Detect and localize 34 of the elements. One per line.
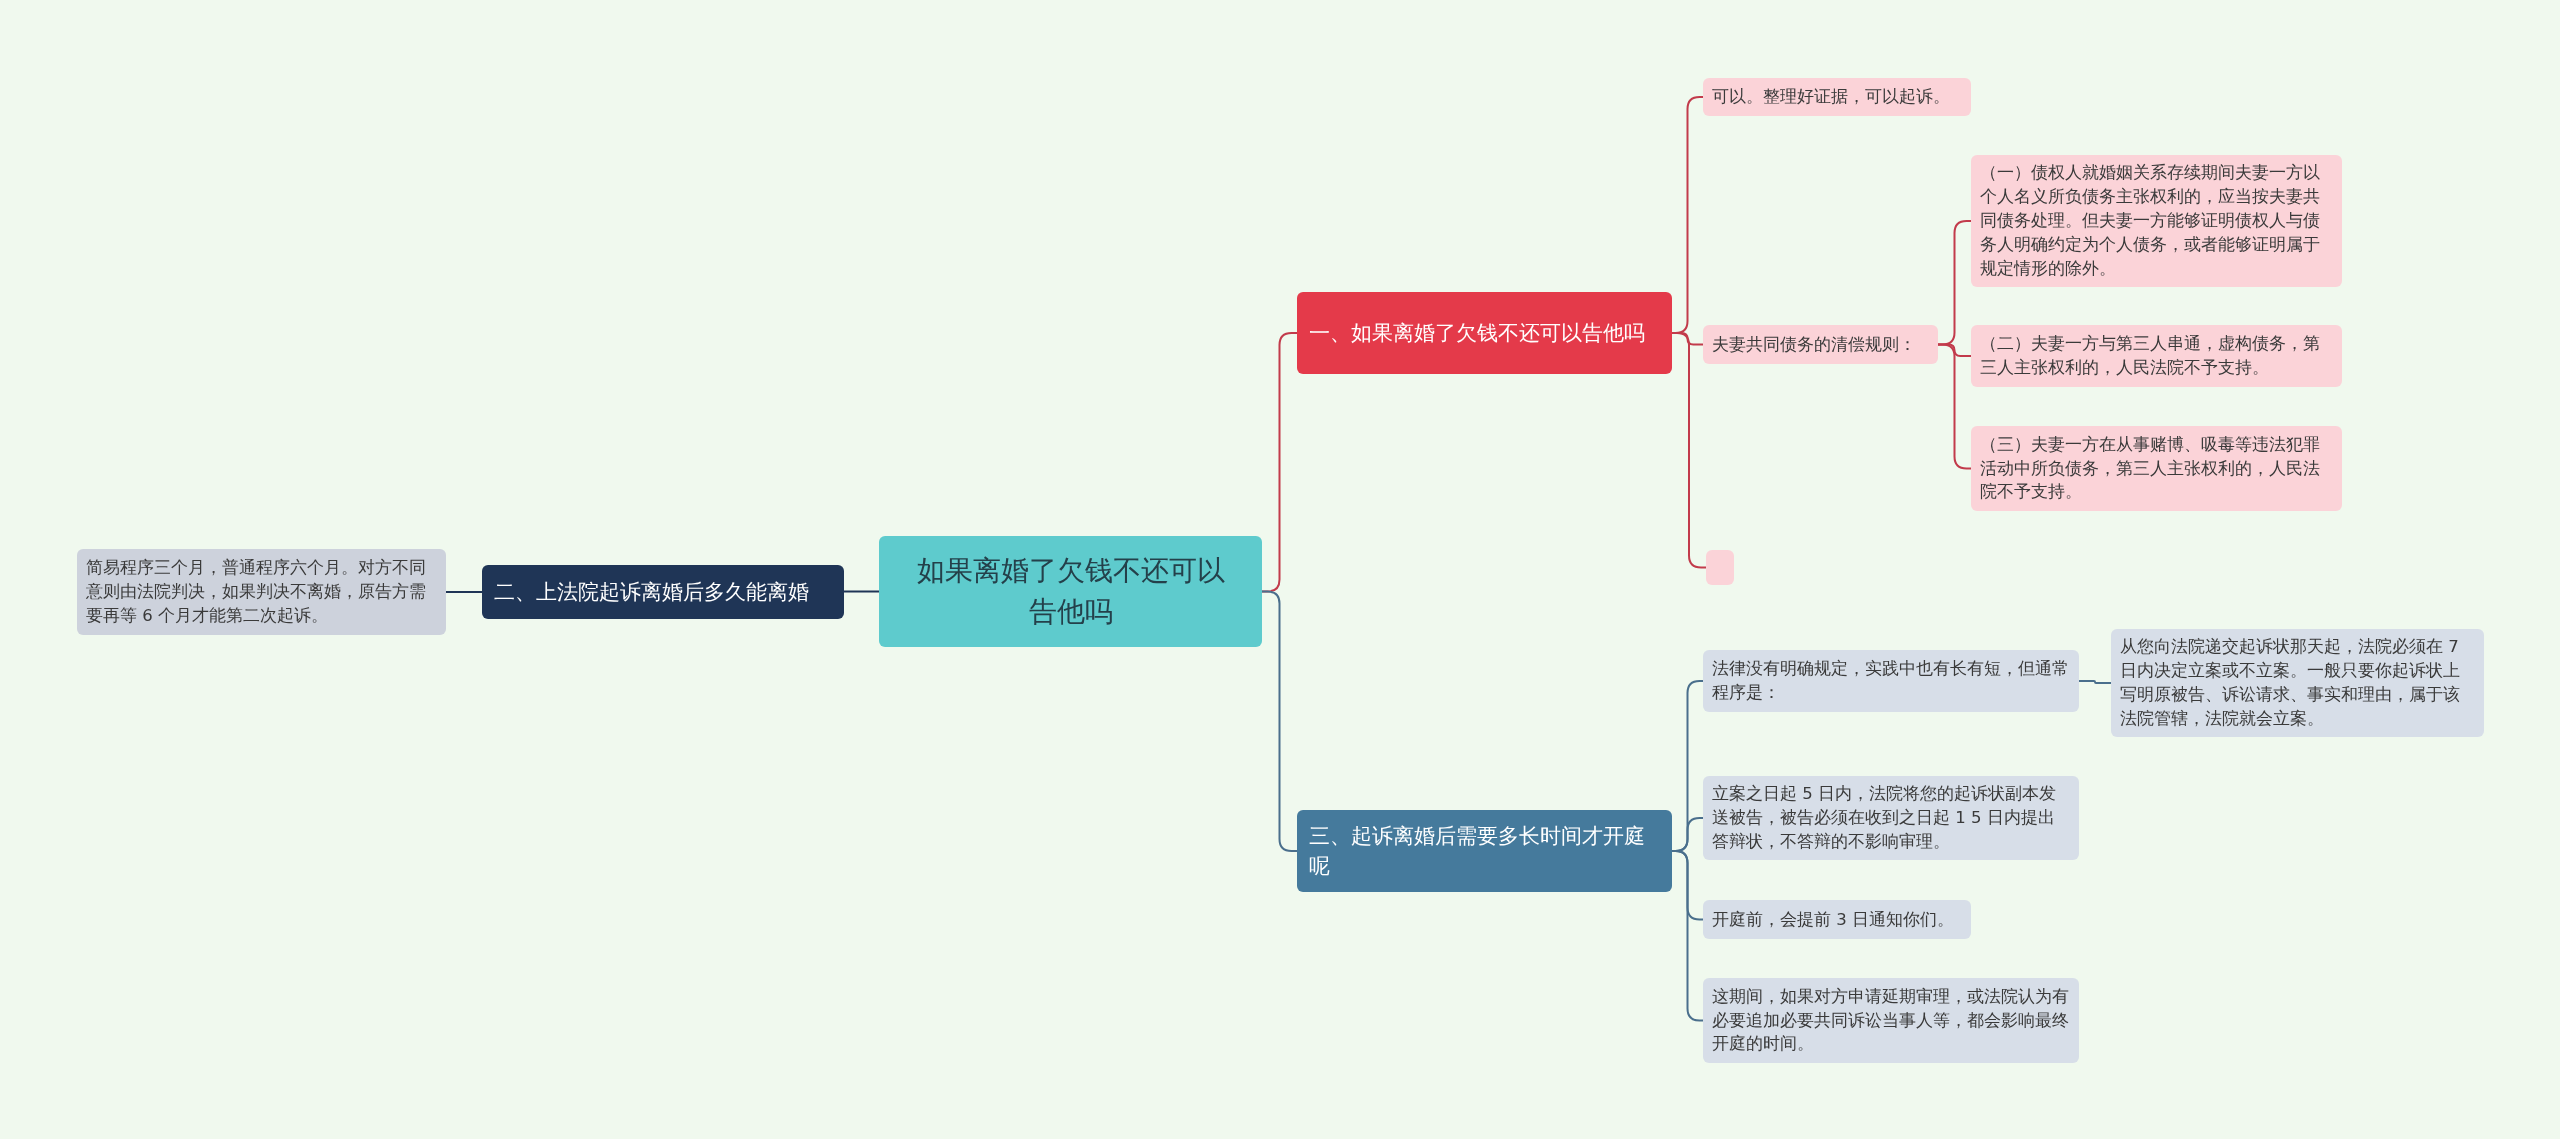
- central-topic-box: [879, 536, 1262, 647]
- topic-text: （三）夫妻一方在从事赌博、吸毒等违法犯罪活动中所负债务，第三人主张权利的，人民法院不予支持。: [1980, 433, 2321, 504]
- topic-text: 夫妻共同债务的清偿规则：: [1712, 333, 1916, 356]
- subtopic-box: [1971, 325, 2342, 387]
- topic-text: 一、如果离婚了欠钱不还可以告他吗: [1309, 319, 1645, 347]
- connector-line: [843, 590, 880, 593]
- topic-text: 二、上法院起诉离婚后多久能离婚: [494, 579, 809, 606]
- branch-topic-box: [1297, 810, 1672, 892]
- topic-text: 开庭前，会提前 3 日通知你们。: [1712, 908, 1954, 931]
- subtopic-box: [1703, 978, 2079, 1063]
- topic-text: 立案之日起 5 日内，法院将您的起诉状副本发送被告，被告必须在收到之日起 1 5 日内提出答辩状，不答辩的不影响审理。: [1712, 783, 2057, 853]
- topic-text: 法律没有明确规定，实践中也有长有短，但通常程序是：: [1712, 658, 2070, 704]
- subtopic-box: [2111, 629, 2484, 737]
- subtopic-box: [1703, 650, 2079, 712]
- subtopic-box: [1971, 426, 2342, 511]
- topic-text: 这期间，如果对方申请延期审理，或法院认为有必要追加必要共同诉讼当事人等，都会影响最终开庭的时间。: [1712, 985, 2070, 1056]
- connector-line: [445, 591, 483, 593]
- subtopic-box: [77, 549, 446, 635]
- topic-text: 从您向法院递交起诉状那天起，法院必须在 7 日内决定立案或不立案。一般只要你起诉状上写明原被告、诉讼请求、事实和理由，属于该法院管辖，法院就会立案。: [2120, 636, 2461, 730]
- topic-text: （一）债权人就婚姻关系存续期间夫妻一方以个人名义所负债务主张权利的，应当按夫妻共同债务处理。但夫妻一方能够证明债权人与债务人明确约定为个人债务，或者能够证明属于规定情形的除外。: [1980, 162, 2321, 280]
- topic-text: 如果离婚了欠钱不还可以告他吗: [915, 552, 1226, 630]
- subtopic-box: [1971, 155, 2342, 287]
- branch-topic-box: [1297, 292, 1672, 374]
- subtopic-box: [1703, 325, 1938, 364]
- topic-text: 三、起诉离婚后需要多长时间才开庭呢: [1309, 822, 1646, 880]
- subtopic-box: [1703, 900, 1971, 939]
- empty-subtopic-box: [1706, 550, 1734, 585]
- branch-topic-box: [482, 565, 844, 620]
- connector-line: [2078, 680, 2112, 684]
- subtopic-box: [1703, 78, 1971, 116]
- topic-text: （二）夫妻一方与第三人串通，虚构债务，第三人主张权利的，人民法院不予支持。: [1980, 333, 2321, 379]
- topic-text: 简易程序三个月，普通程序六个月。对方不同意则由法院判决，如果判决不离婚，原告方需要再等 6 个月才能第二次起诉。: [86, 557, 427, 627]
- topic-text: 可以。整理好证据，可以起诉。: [1712, 86, 1950, 109]
- subtopic-box: [1703, 776, 2079, 860]
